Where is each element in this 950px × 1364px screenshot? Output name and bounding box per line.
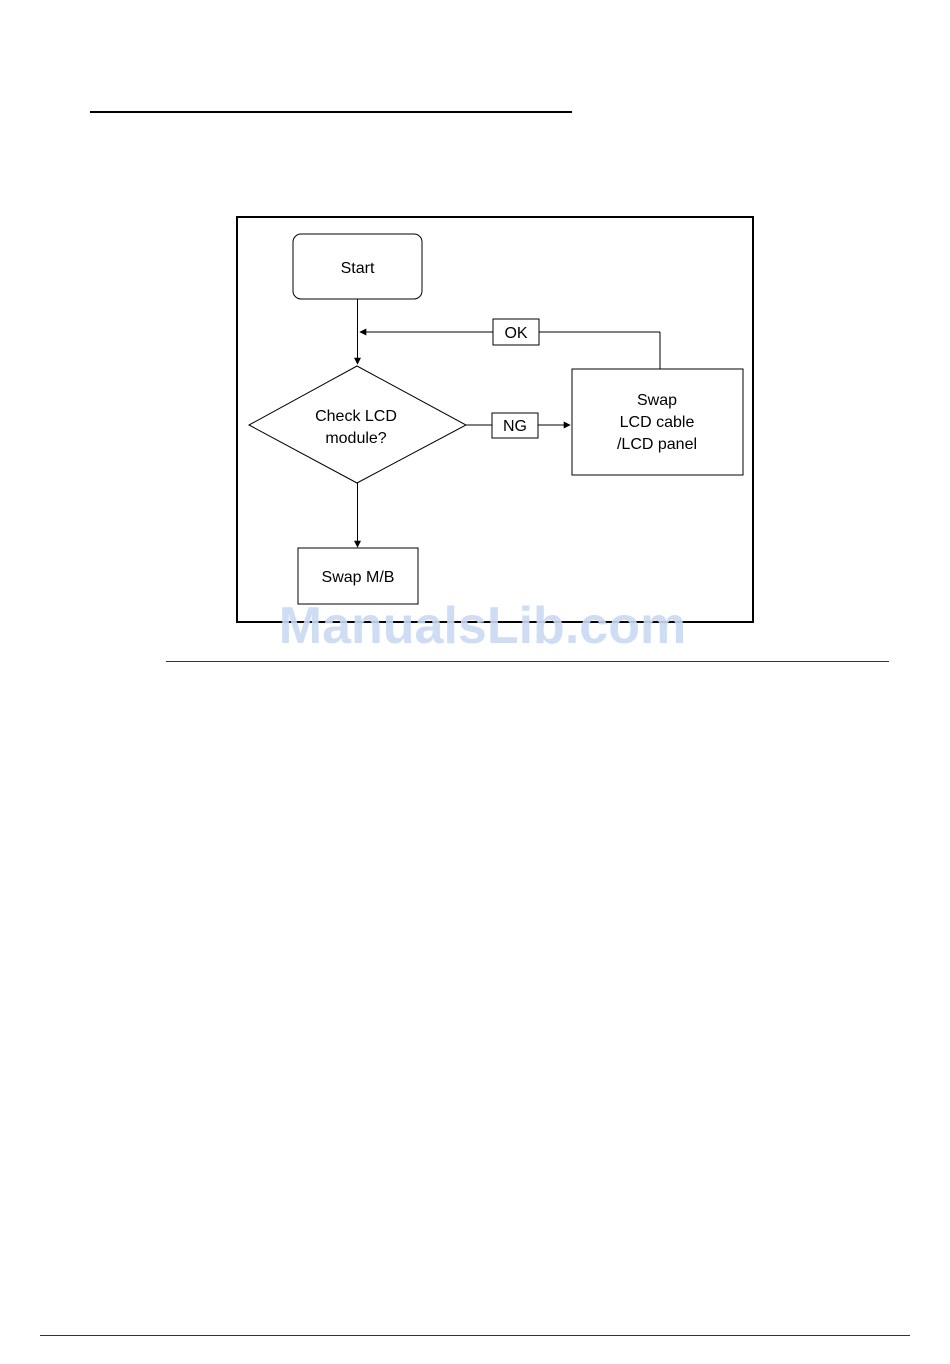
start-node-label: Start xyxy=(341,260,375,277)
manualslib-watermark: ManualsLib.com xyxy=(0,596,950,656)
lcd-troubleshooting-flowchart: Start Check LCD module? NG Swap LCD cabl… xyxy=(0,0,950,700)
swap-mb-node-label: Swap M/B xyxy=(322,569,395,586)
ng-label: NG xyxy=(503,418,527,435)
swap-lcd-node-label-line1: Swap xyxy=(637,392,677,409)
check-lcd-decision-label-line1: Check LCD xyxy=(315,408,397,425)
swap-lcd-node-label-line3: /LCD panel xyxy=(617,436,697,453)
footer-rule xyxy=(40,1335,910,1336)
section-divider xyxy=(166,661,889,662)
check-lcd-decision-label-line2: module? xyxy=(325,430,386,447)
swap-lcd-node-label-line2: LCD cable xyxy=(620,414,695,431)
ok-label: OK xyxy=(504,325,527,342)
